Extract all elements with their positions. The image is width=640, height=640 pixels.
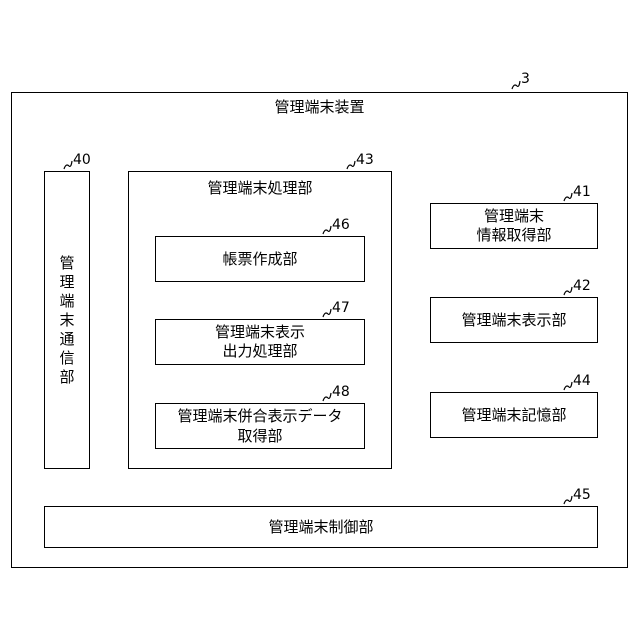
form-creation-ref: 46 [332,217,350,233]
info-acquisition-ref-leader [563,192,573,202]
combined-display-ref-leader [322,392,332,402]
comm-unit-ref: 40 [73,152,91,168]
form-creation-ref-leader [322,225,332,235]
processing-unit-ref: 43 [356,152,374,168]
display-output-ref: 47 [332,300,350,316]
control-unit-ref-leader [563,495,573,505]
control-unit-label: 管理端末制御部 [44,518,598,536]
storage-unit-ref: 44 [573,373,591,389]
device-ref: 3 [521,71,530,87]
info-acquisition-ref: 41 [573,184,591,200]
form-creation-label: 帳票作成部 [155,250,365,268]
combined-display-line2: 取得部 [155,427,365,445]
device-ref-leader [511,80,521,90]
display-output-line2: 出力処理部 [155,342,365,360]
display-unit-label: 管理端末表示部 [430,311,598,329]
combined-display-line1: 管理端末併合表示データ [155,407,365,425]
device-title: 管理端末装置 [11,98,628,116]
processing-unit-ref-leader [346,160,356,170]
display-unit-ref-leader [563,286,573,296]
comm-unit-ref-leader [63,160,73,170]
comm-unit-label: 管理端末通信部 [57,254,77,387]
info-acquisition-line1: 管理端末 [430,207,598,225]
display-output-ref-leader [322,308,332,318]
storage-unit-label: 管理端末記憶部 [430,406,598,424]
display-unit-ref: 42 [573,278,591,294]
combined-display-ref: 48 [332,384,350,400]
info-acquisition-line2: 情報取得部 [430,226,598,244]
display-output-line1: 管理端末表示 [155,323,365,341]
storage-unit-ref-leader [563,381,573,391]
processing-unit-title: 管理端末処理部 [128,179,392,197]
control-unit-ref: 45 [573,487,591,503]
